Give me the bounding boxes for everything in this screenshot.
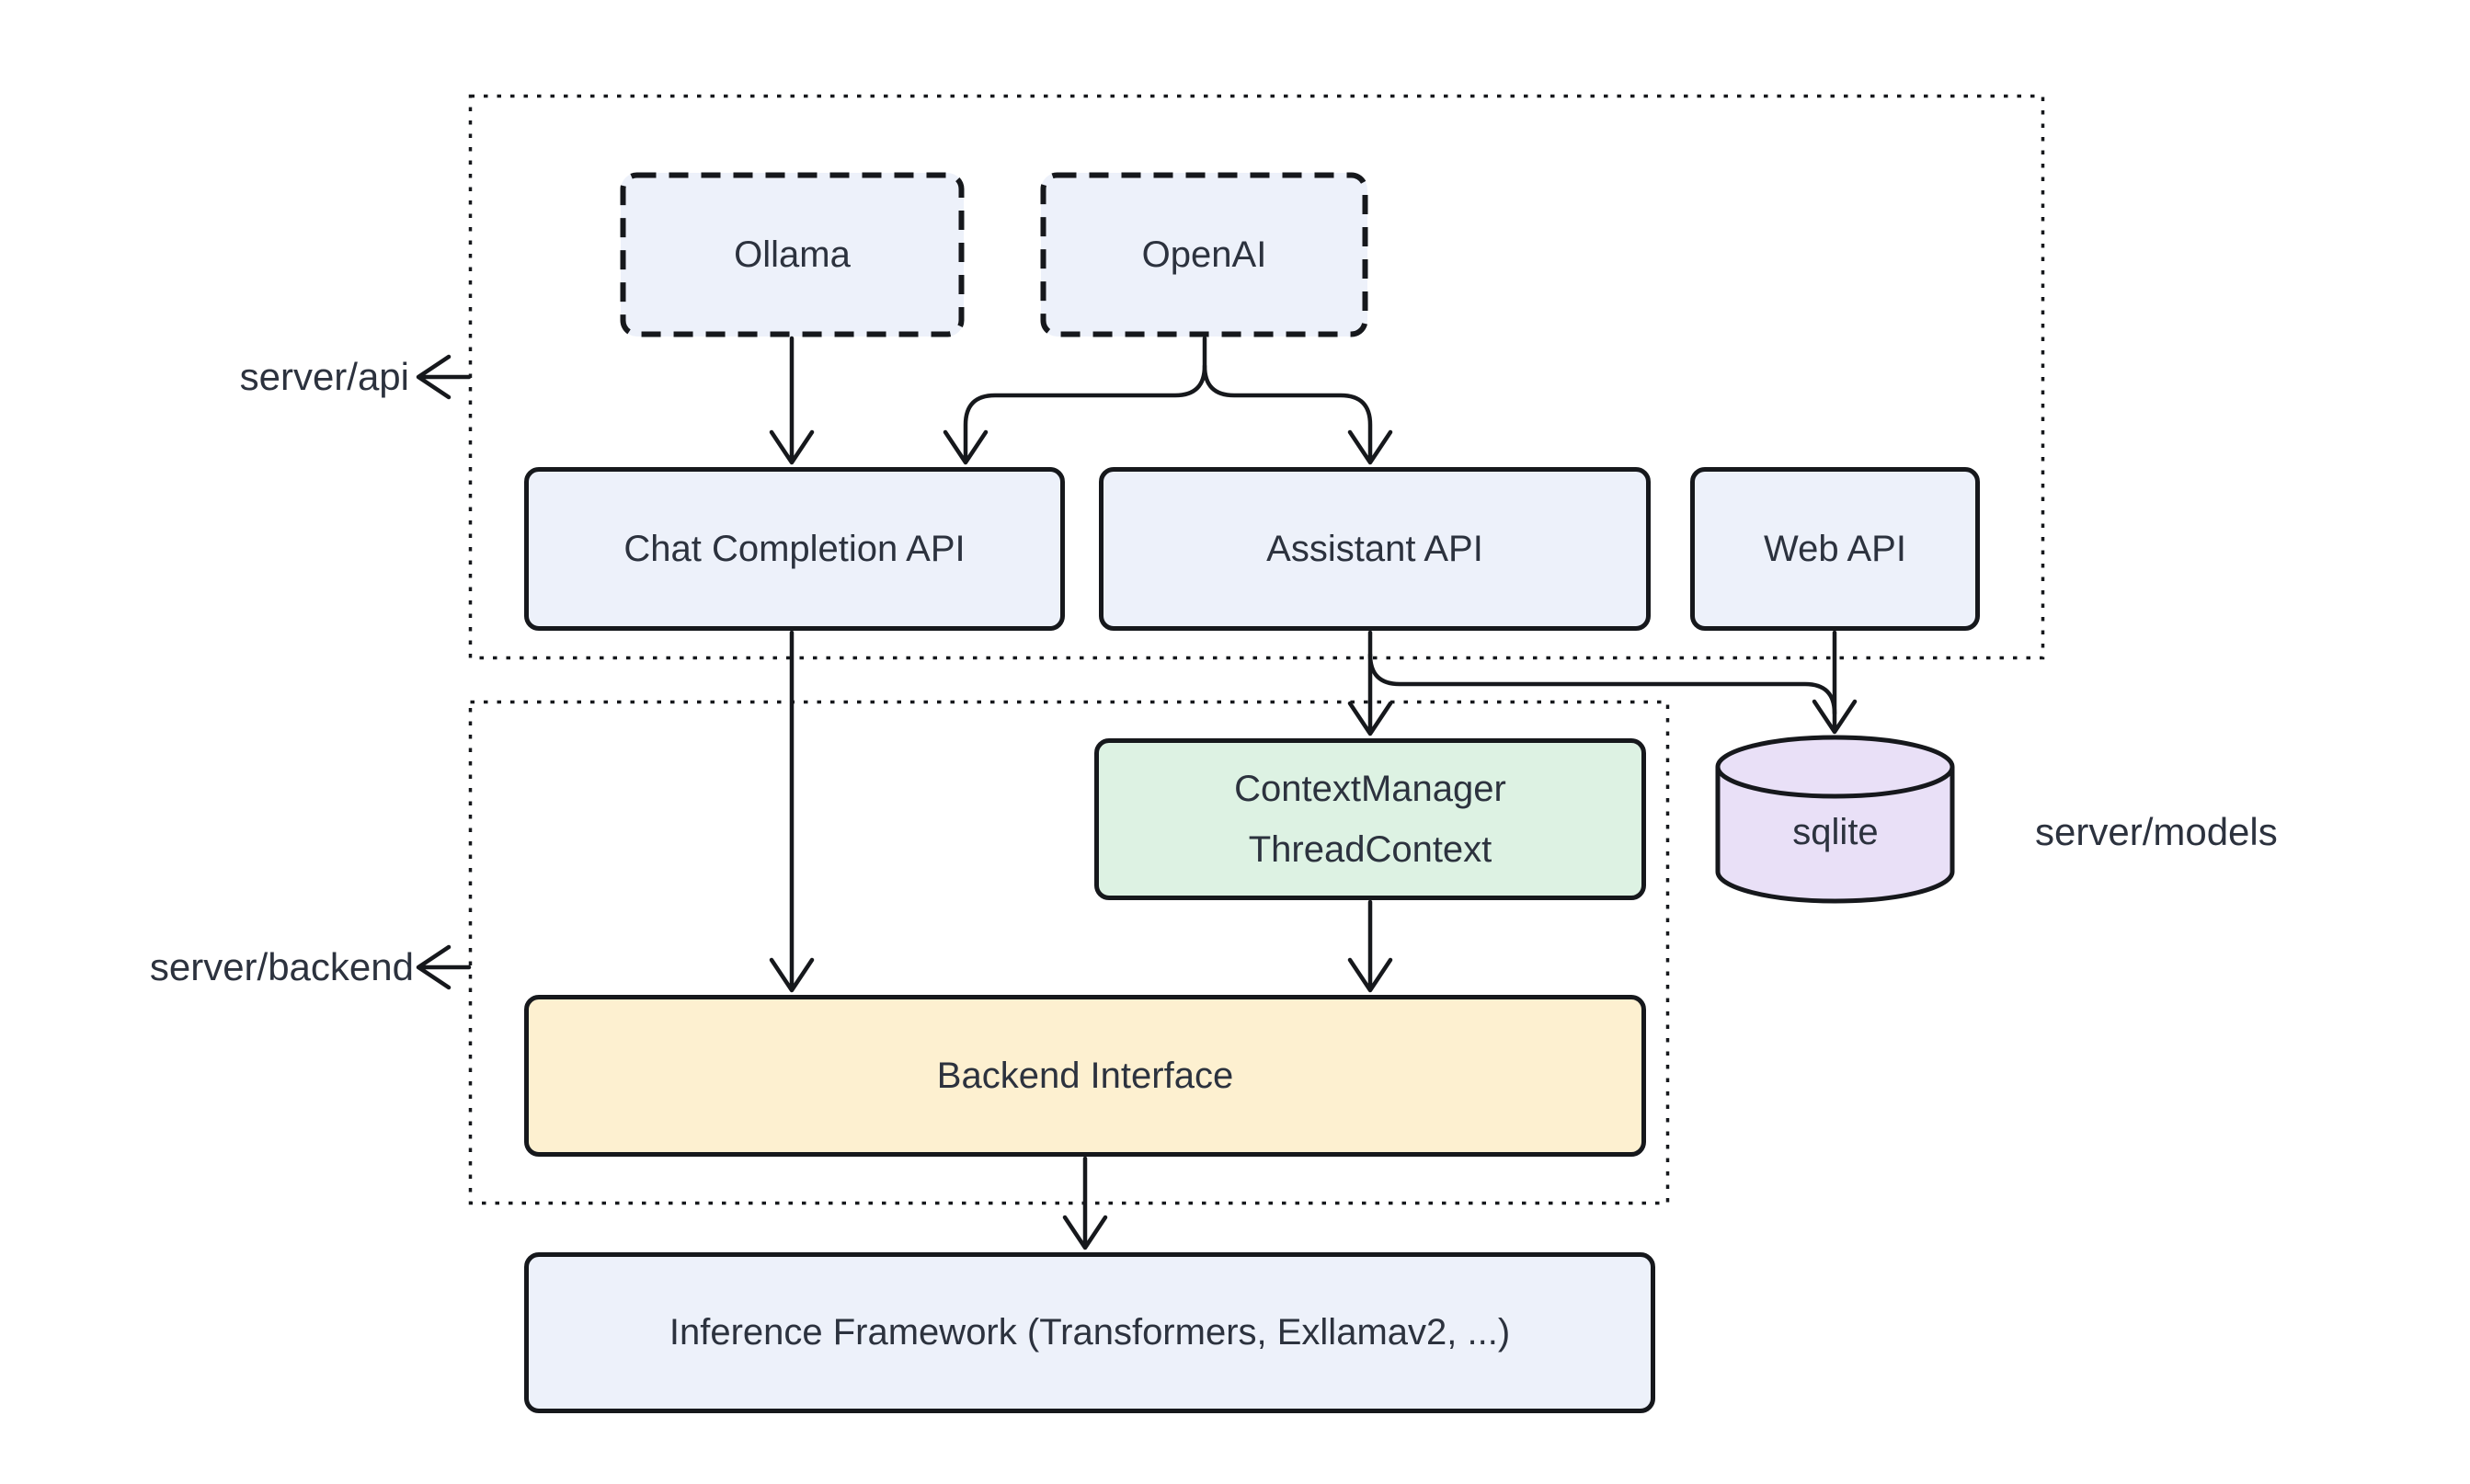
node-ollama: Ollama: [621, 173, 964, 337]
arrow-backend-interface-to-inference-framework: [1062, 1156, 1108, 1250]
node-openai: OpenAI: [1041, 173, 1367, 337]
node-openai-label: OpenAI: [1141, 234, 1267, 275]
label-server-backend: server/backend: [149, 945, 414, 988]
node-inference-framework: Inference Framework (Transformers, Exlla…: [524, 1252, 1655, 1413]
arrow-assistant-api-to-sqlite: [1367, 652, 1837, 716]
node-web-api: Web API: [1690, 467, 1980, 631]
sqlite-cylinder-top: [1715, 735, 1955, 799]
arrow-ollama-to-chat-completion-api: [769, 336, 815, 465]
label-server-api: server/api: [239, 355, 409, 398]
arrow-web-api-to-sqlite: [1812, 630, 1858, 735]
node-assistant-api: Assistant API: [1099, 467, 1651, 631]
node-backend-interface-label: Backend Interface: [936, 1055, 1234, 1096]
node-chat-completion-api-label: Chat Completion API: [623, 528, 966, 569]
sqlite-label: sqlite: [1792, 812, 1879, 852]
arrow-openai-to-chat-completion-api: [943, 336, 1207, 465]
context-manager-line1: ContextManager: [1234, 769, 1506, 809]
node-assistant-api-label: Assistant API: [1266, 528, 1483, 569]
node-web-api-label: Web API: [1764, 528, 1906, 569]
arrow-assistant-api-to-context-manager: [1347, 630, 1393, 736]
arrow-context-manager-to-backend-interface: [1347, 899, 1393, 993]
node-backend-interface: Backend Interface: [524, 995, 1646, 1157]
arrow-server-api-label: [416, 354, 472, 400]
arrow-chat-completion-api-to-backend-interface: [769, 630, 815, 993]
label-server-models: server/models: [2035, 810, 2278, 853]
node-inference-framework-label: Inference Framework (Transformers, Exlla…: [669, 1312, 1511, 1353]
arrow-server-backend-label: [416, 944, 472, 990]
node-ollama-label: Ollama: [734, 234, 851, 275]
node-chat-completion-api: Chat Completion API: [524, 467, 1065, 631]
context-manager-line2: ThreadContext: [1248, 829, 1492, 870]
node-context-manager: ContextManager ThreadContext: [1094, 738, 1646, 900]
arrow-openai-to-assistant-api: [1202, 363, 1393, 465]
